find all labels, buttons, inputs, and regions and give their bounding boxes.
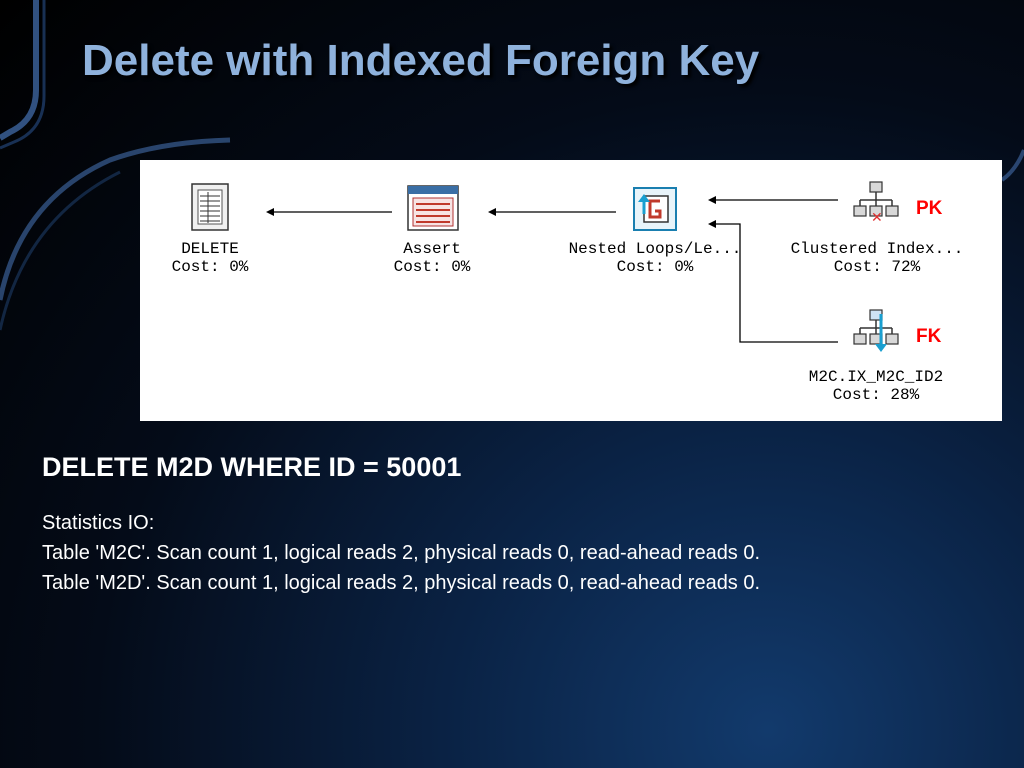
node-delete-label: DELETE Cost: 0% bbox=[160, 240, 260, 276]
assert-icon bbox=[407, 185, 459, 231]
execution-plan-panel: ✕ DELETE Cost: 0% Assert Cost: 0% Nested… bbox=[140, 160, 1002, 421]
slide-title: Delete with Indexed Foreign Key bbox=[82, 36, 760, 85]
node-index-cost: Cost: 28% bbox=[832, 386, 920, 404]
pk-tag: PK bbox=[916, 198, 943, 219]
node-index-label: M2C.IX_M2C_ID2 Cost: 28% bbox=[776, 368, 976, 404]
stats-line-m2d: Table 'M2D'. Scan count 1, logical reads… bbox=[42, 572, 761, 594]
clustered-index-delete-icon: ✕ bbox=[853, 181, 899, 226]
node-clustered-label: Clustered Index... Cost: 72% bbox=[762, 240, 992, 276]
index-seek-icon bbox=[853, 309, 899, 352]
plan-arrows bbox=[266, 196, 838, 343]
stats-heading: Statistics IO: bbox=[42, 512, 155, 534]
node-delete-cost: Cost: 0% bbox=[171, 258, 249, 276]
fk-tag: FK bbox=[916, 326, 942, 347]
node-loops-label: Nested Loops/Le... Cost: 0% bbox=[540, 240, 770, 276]
node-loops-name: Nested Loops/Le... bbox=[568, 240, 742, 258]
table-delete-icon bbox=[191, 183, 229, 231]
node-index-name: M2C.IX_M2C_ID2 bbox=[808, 368, 944, 386]
statistics-io: Statistics IO: Table 'M2C'. Scan count 1… bbox=[42, 508, 760, 598]
node-assert-label: Assert Cost: 0% bbox=[382, 240, 482, 276]
node-assert-name: Assert bbox=[403, 240, 461, 258]
node-assert-cost: Cost: 0% bbox=[393, 258, 471, 276]
arrow-index-to-loops bbox=[712, 223, 838, 343]
node-loops-cost: Cost: 0% bbox=[616, 258, 694, 276]
node-clustered-name: Clustered Index... bbox=[790, 240, 964, 258]
stats-line-m2c: Table 'M2C'. Scan count 1, logical reads… bbox=[42, 542, 761, 564]
svg-text:✕: ✕ bbox=[871, 210, 883, 226]
nested-loops-icon bbox=[633, 187, 677, 231]
plan-graphics: ✕ bbox=[191, 181, 899, 352]
node-clustered-cost: Cost: 72% bbox=[833, 258, 921, 276]
delete-query: DELETE M2D WHERE ID = 50001 bbox=[42, 452, 462, 482]
node-delete-name: DELETE bbox=[181, 240, 239, 258]
